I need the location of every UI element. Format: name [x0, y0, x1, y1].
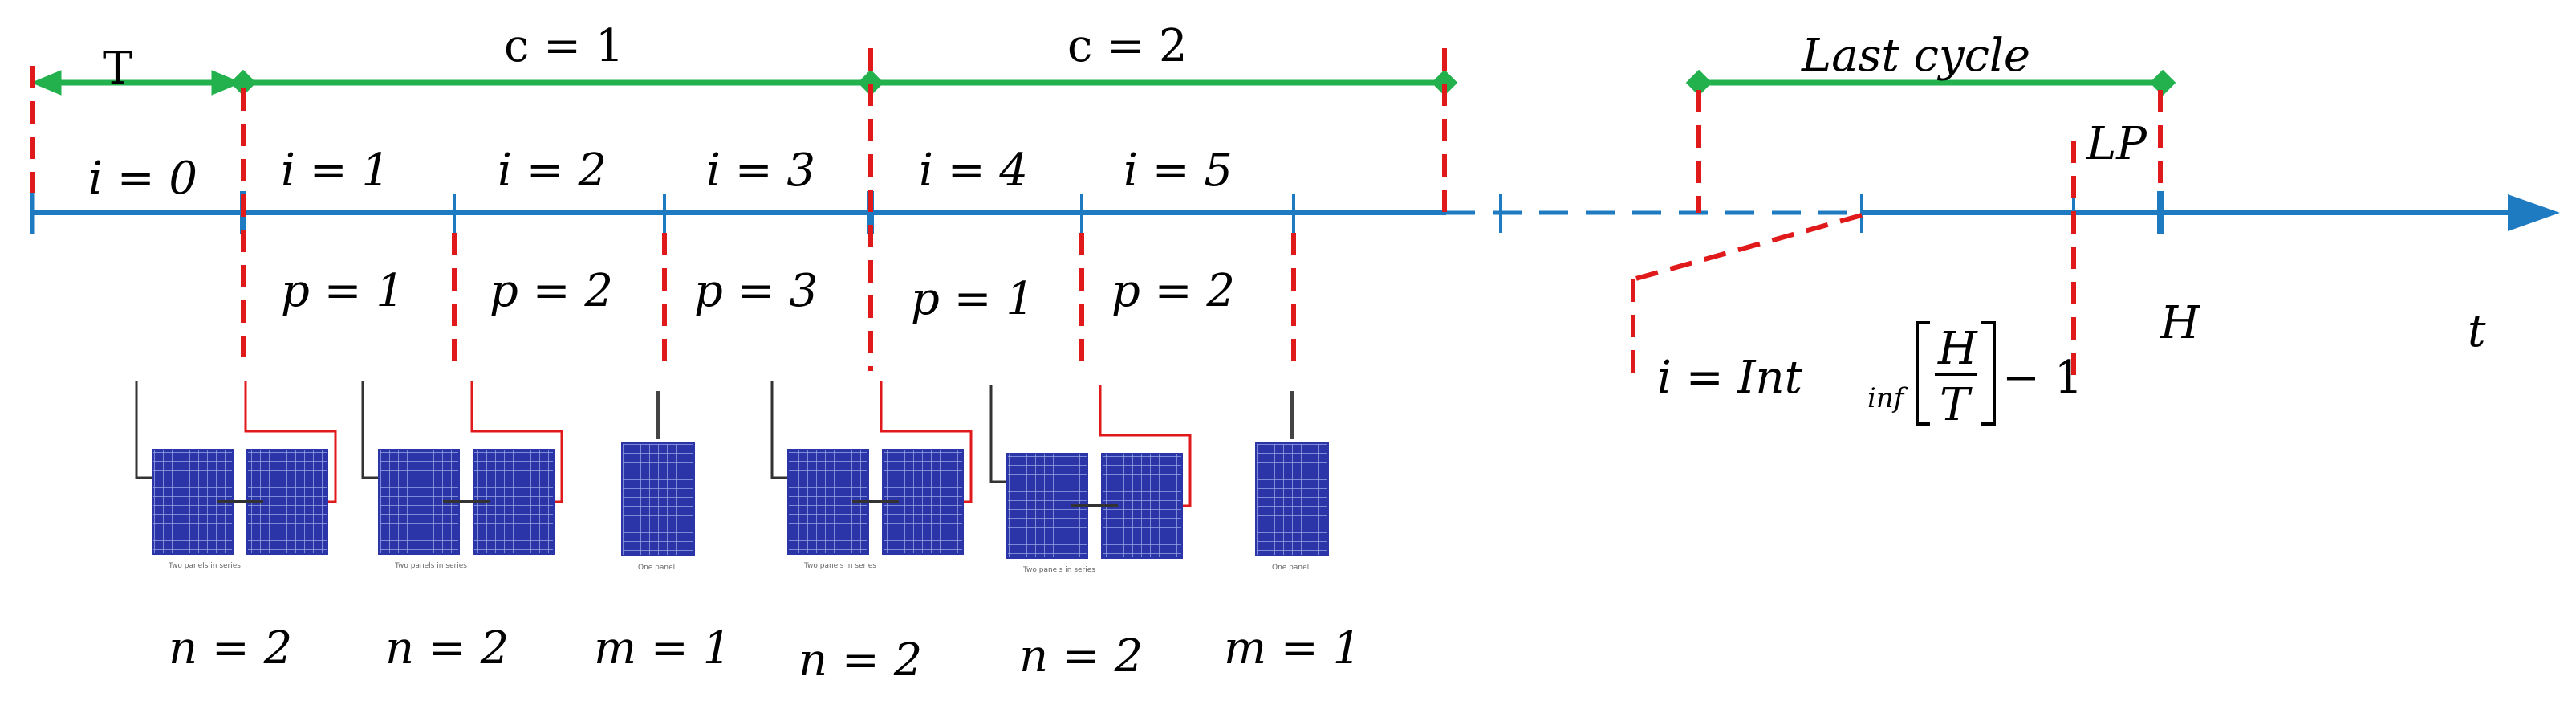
last-cycle-label: Last cycle: [1802, 30, 2031, 82]
bottom-label-4: n = 2: [798, 634, 923, 687]
cycle-label-1: c = 1: [504, 20, 624, 72]
i-label-0: i = 0: [88, 153, 198, 205]
bottom-label-5: n = 2: [1019, 630, 1144, 683]
timeline-axis: [32, 194, 2560, 231]
bottom-label-1: n = 2: [169, 622, 293, 675]
formula-fraction-bar: [1935, 373, 1977, 376]
i-label-1: i = 1: [281, 145, 391, 197]
formula-bracket-left: [1916, 321, 1930, 426]
time-axis-label: t: [2468, 305, 2486, 357]
period-label: T: [103, 43, 133, 95]
p-label-3: p = 3: [694, 265, 818, 317]
bottom-label-6: m = 1: [1224, 622, 1362, 675]
formula-lhs: i = Int: [1657, 352, 1803, 404]
cycle-label-2: c = 2: [1067, 20, 1188, 72]
lp-label: LP: [2086, 118, 2147, 170]
horizon-label: H: [2160, 297, 2200, 349]
formula-denominator: T: [1940, 379, 1970, 431]
formula-subscript: inf: [1867, 382, 1904, 414]
formula-rhs: − 1: [2002, 352, 2083, 404]
formula-numerator: H: [1938, 323, 1977, 375]
p-label-1: p = 1: [281, 265, 404, 317]
p-label-5: p = 2: [1111, 265, 1235, 317]
bottom-label-3: m = 1: [594, 622, 732, 675]
i-label-3: i = 3: [706, 145, 816, 197]
p-label-2: p = 2: [490, 265, 613, 317]
formula-bracket-right: [1981, 321, 1996, 426]
bottom-label-2: n = 2: [385, 622, 510, 675]
axis-arrow-icon: [2508, 194, 2560, 231]
dashed-markers: [30, 48, 2163, 376]
i-label-5: i = 5: [1123, 145, 1233, 197]
cycle-bars: [30, 69, 2176, 96]
p-label-4: p = 1: [911, 273, 1034, 325]
panel-illustrations: [135, 380, 1329, 576]
i-label-4: i = 4: [919, 145, 1029, 197]
i-label-2: i = 2: [498, 145, 607, 197]
